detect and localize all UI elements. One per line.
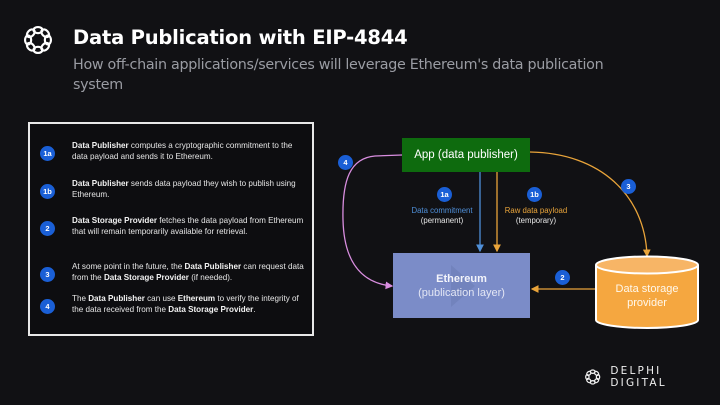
brand-footer: DELPHI DIGITAL (583, 365, 720, 389)
edge-1a-label: Data commitment (permanent) (406, 206, 478, 226)
ethereum-node-title: Ethereum (436, 272, 487, 285)
edge-1a-label-line2: (permanent) (420, 216, 464, 225)
edge-4-verify-arrow (342, 154, 403, 290)
page-title: Data Publication with EIP-4844 (73, 26, 408, 49)
ethereum-node: Ethereum (publication layer) (393, 253, 530, 318)
app-data-publisher-node: App (data publisher) (402, 138, 530, 172)
step-1a: 1a Data Publisher computes a cryptograph… (40, 141, 304, 163)
step-text: The Data Publisher can use Ethereum to v… (72, 294, 299, 314)
page-subtitle: How off-chain applications/services will… (73, 57, 604, 93)
step-1b: 1b Data Publisher sends data payload the… (40, 179, 304, 201)
edge-badge-2: 2 (555, 270, 570, 285)
step-badge: 2 (40, 221, 55, 236)
edge-1b-label: Raw data payload (temporary) (496, 206, 576, 226)
edge-1a-label-line1: Data commitment (411, 206, 473, 215)
step-3: 3 At some point in the future, the Data … (40, 262, 304, 284)
delphi-logo-icon (23, 25, 53, 55)
storage-label-line1: Data storage (615, 283, 679, 295)
step-text: Data Storage Provider fetches the data p… (72, 216, 304, 236)
step-badge: 4 (40, 299, 55, 314)
storage-cylinder-icon (595, 255, 699, 329)
edge-badge-1b: 1b (527, 187, 542, 202)
ethereum-node-subtitle: (publication layer) (418, 286, 505, 299)
edge-badge-1a: 1a (437, 187, 452, 202)
ethereum-watermark-icon (451, 265, 475, 307)
step-text: Data Publisher computes a cryptographic … (72, 141, 293, 161)
step-4: 4 The Data Publisher can use Ethereum to… (40, 294, 304, 316)
step-text: Data Publisher sends data payload they w… (72, 179, 296, 199)
storage-label-line2: provider (627, 297, 667, 309)
step-text: At some point in the future, the Data Pu… (72, 262, 304, 282)
edge-badge-3: 3 (621, 179, 636, 194)
step-badge: 1a (40, 146, 55, 161)
step-badge: 3 (40, 267, 55, 282)
steps-legend-box: 1a Data Publisher computes a cryptograph… (28, 122, 314, 336)
brand-name: DELPHI DIGITAL (610, 365, 667, 389)
step-2: 2 Data Storage Provider fetches the data… (40, 216, 304, 238)
delphi-brand-icon (585, 369, 601, 385)
edge-1b-label-line2: (temporary) (515, 216, 557, 225)
storage-provider-node-label: Data storage provider (597, 282, 697, 310)
edge-3-request-arrow (529, 151, 651, 258)
edge-1b-label-line1: Raw data payload (504, 206, 568, 215)
edge-badge-4: 4 (338, 155, 353, 170)
step-badge: 1b (40, 184, 55, 199)
